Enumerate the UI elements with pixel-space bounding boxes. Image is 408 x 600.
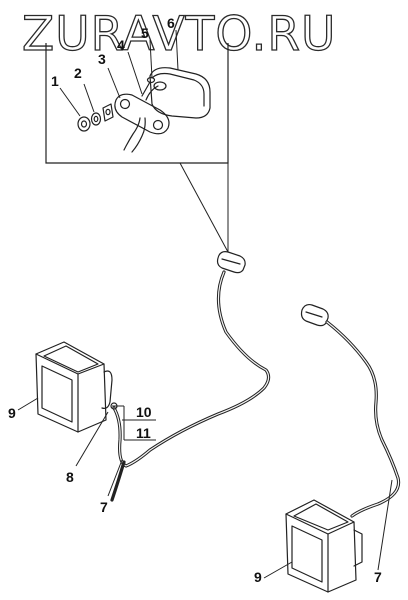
spacer-part <box>102 103 114 122</box>
mounting-bracket-part <box>114 93 170 153</box>
callout-4: 4 <box>117 37 125 53</box>
upper-right-lamp <box>300 303 329 327</box>
detail-inset-box <box>45 43 229 253</box>
callout-3: 3 <box>98 51 106 67</box>
washer-part <box>90 112 102 126</box>
screw-part <box>141 76 156 97</box>
lamp-housing-part <box>145 67 211 119</box>
callout-7-left: 7 <box>100 499 108 515</box>
callout-10: 10 <box>136 404 152 420</box>
callout-8: 8 <box>66 469 74 485</box>
leader-lines <box>17 29 393 579</box>
right-work-lamp <box>285 499 363 593</box>
wiring-harness <box>110 270 401 518</box>
callout-6: 6 <box>167 15 175 31</box>
nut-part <box>77 116 91 132</box>
callout-1: 1 <box>51 73 59 89</box>
callout-2: 2 <box>74 65 82 81</box>
left-work-lamp <box>35 341 118 433</box>
upper-left-lamp <box>216 251 246 274</box>
callout-5: 5 <box>141 25 149 41</box>
watermark-text: ZURAVTO.RU <box>22 7 336 62</box>
callout-9-left: 9 <box>8 405 16 421</box>
callout-7-right: 7 <box>374 569 382 585</box>
callout-9-right: 9 <box>254 569 262 585</box>
callout-11: 11 <box>136 425 151 441</box>
